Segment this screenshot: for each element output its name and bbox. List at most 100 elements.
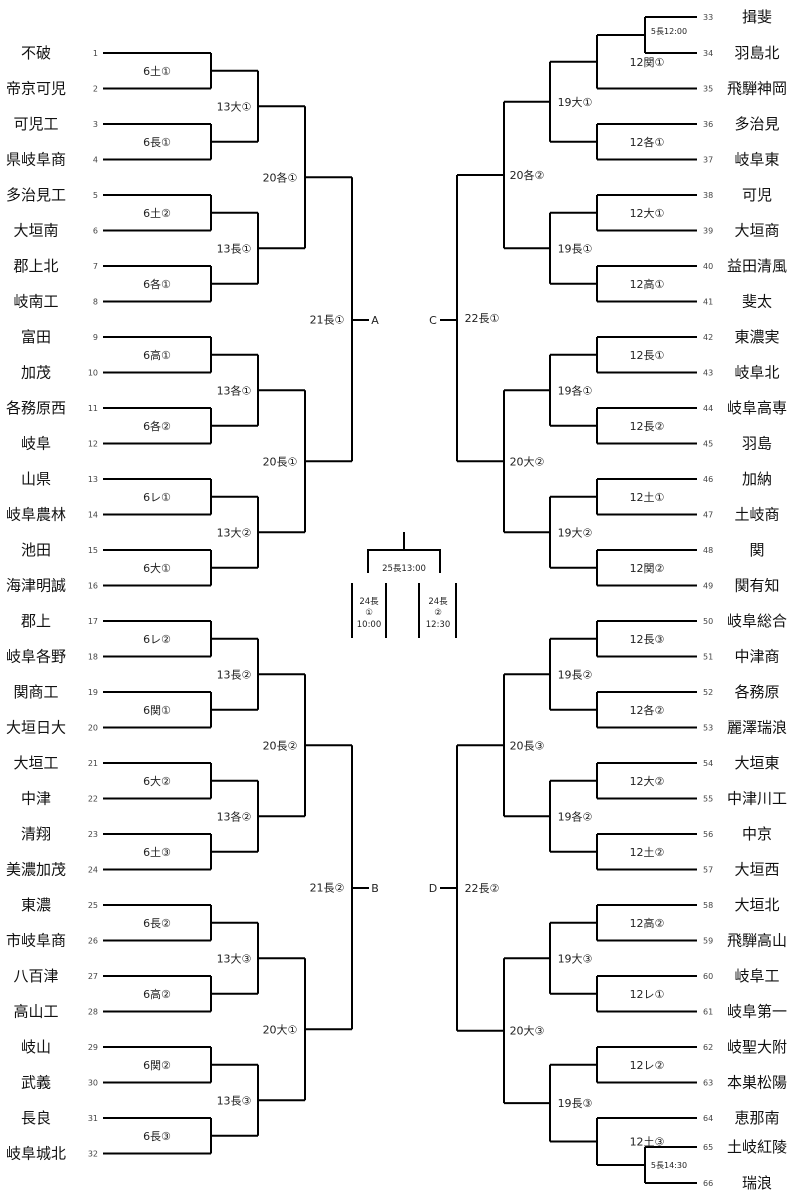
- group-label-d: D: [429, 882, 437, 895]
- match-label: 21長①: [310, 313, 345, 326]
- team-name: 大垣日大: [6, 719, 66, 737]
- match-label: 19長③: [558, 1097, 593, 1110]
- team-name: 大垣東: [734, 754, 779, 772]
- final-match-label: 25長13:00: [382, 564, 426, 574]
- team-name: 岐阜高専: [727, 399, 787, 417]
- team-name: 山県: [21, 470, 51, 488]
- match-label: 6土②: [143, 207, 171, 220]
- team-name: 長良: [21, 1109, 51, 1127]
- team-name: 加茂: [21, 364, 51, 382]
- final-block: 25長13:00 24長 ① 10:00 24長 ② 12:30: [351, 532, 457, 638]
- team-name: 斐太: [742, 293, 772, 311]
- team-name: 可児工: [13, 115, 58, 133]
- bracket-lines: [103, 16, 697, 1184]
- match-label: 12各②: [630, 703, 665, 717]
- match-label: 20長②: [263, 739, 298, 752]
- match-label: 6大①: [143, 561, 171, 575]
- team-number: 14: [88, 511, 98, 520]
- team-name: 岐阜: [21, 435, 51, 453]
- team-number: 54: [703, 759, 713, 768]
- team-name: 不破: [21, 44, 51, 62]
- team-number: 65: [703, 1143, 713, 1152]
- match-label: 12長②: [630, 420, 665, 433]
- team-name: 多治見: [734, 115, 779, 133]
- team-number: 45: [703, 440, 713, 449]
- match-label: 19長②: [558, 668, 593, 681]
- semifinal-1-line1: 24長: [359, 597, 379, 607]
- team-name: 土岐紅陵: [727, 1138, 787, 1156]
- team-name: 岐聖大附: [727, 1038, 787, 1056]
- match-label: 12関①: [630, 56, 665, 69]
- team-number: 17: [88, 617, 98, 626]
- match-label: 12レ①: [630, 988, 665, 1001]
- team-number: 5: [93, 191, 98, 200]
- match-label: 13各②: [217, 809, 252, 823]
- team-name: 羽島: [742, 435, 772, 453]
- match-label: 12大②: [630, 774, 665, 788]
- match-label: 6各②: [143, 419, 171, 433]
- match-label: 19各①: [558, 383, 593, 397]
- team-number: 49: [703, 582, 713, 591]
- match-label: 6高①: [143, 348, 171, 362]
- match-label: 19大③: [558, 951, 593, 965]
- team-number: 21: [88, 759, 98, 768]
- match-label: 21長②: [310, 881, 345, 894]
- match-label: 13長③: [217, 1094, 252, 1107]
- team-name: 麗澤瑞浪: [727, 719, 787, 737]
- match-label: 13各①: [217, 383, 252, 397]
- team-name: 東濃: [21, 896, 51, 914]
- team-number: 58: [703, 901, 713, 910]
- team-number: 16: [88, 582, 98, 591]
- match-label: 6各①: [143, 277, 171, 291]
- team-number: 7: [93, 262, 98, 271]
- team-number: 39: [703, 227, 713, 236]
- team-number: 36: [703, 120, 713, 129]
- team-number: 11: [88, 404, 98, 413]
- match-label: 13大③: [217, 951, 252, 965]
- team-number: 44: [703, 404, 713, 413]
- team-name: 岐阜第一: [727, 1003, 787, 1021]
- team-number: 42: [703, 333, 713, 342]
- team-name: 岐阜総合: [727, 612, 787, 630]
- team-number: 61: [703, 1008, 713, 1017]
- team-name: 郡上北: [13, 257, 58, 275]
- team-number: 18: [88, 653, 98, 662]
- team-name: 可児: [742, 186, 772, 204]
- team-number: 26: [88, 937, 98, 946]
- team-number: 56: [703, 830, 713, 839]
- team-number: 24: [88, 866, 98, 875]
- team-name: 羽島北: [734, 44, 779, 62]
- team-name: 市岐阜商: [6, 932, 66, 950]
- team-number: 53: [703, 724, 713, 733]
- team-name: 海津明誠: [6, 577, 66, 595]
- match-label: 13長②: [217, 668, 252, 681]
- match-label: 13大②: [217, 525, 252, 539]
- match-label: 6レ②: [143, 633, 171, 646]
- match-label: 20大③: [510, 1024, 545, 1038]
- match-label: 12土③: [630, 1136, 665, 1149]
- prelim-match-label: 5長12:00: [651, 27, 687, 36]
- team-name: 各務原西: [6, 399, 66, 417]
- match-label: 12土①: [630, 491, 665, 504]
- team-number: 9: [93, 333, 98, 342]
- match-label: 6高②: [143, 987, 171, 1001]
- team-name: 岐山: [21, 1038, 51, 1056]
- team-number: 52: [703, 688, 713, 697]
- match-label: 12高②: [630, 916, 665, 930]
- team-number: 43: [703, 369, 713, 378]
- match-label: 22長①: [465, 312, 500, 325]
- match-label: 19長①: [558, 242, 593, 255]
- team-name: 大垣南: [13, 222, 58, 240]
- team-number: 33: [703, 13, 713, 22]
- match-label: 12高①: [630, 277, 665, 291]
- team-name: 大垣北: [734, 896, 779, 914]
- team-number: 31: [88, 1114, 98, 1123]
- semifinal-1-time: 10:00: [357, 620, 382, 630]
- group-label-a: A: [371, 314, 379, 327]
- team-name: 大垣西: [734, 861, 779, 879]
- team-name: 益田清風: [727, 257, 787, 275]
- team-number: 10: [88, 369, 98, 378]
- team-name: 岐南工: [13, 293, 58, 311]
- team-name: 清翔: [21, 825, 51, 843]
